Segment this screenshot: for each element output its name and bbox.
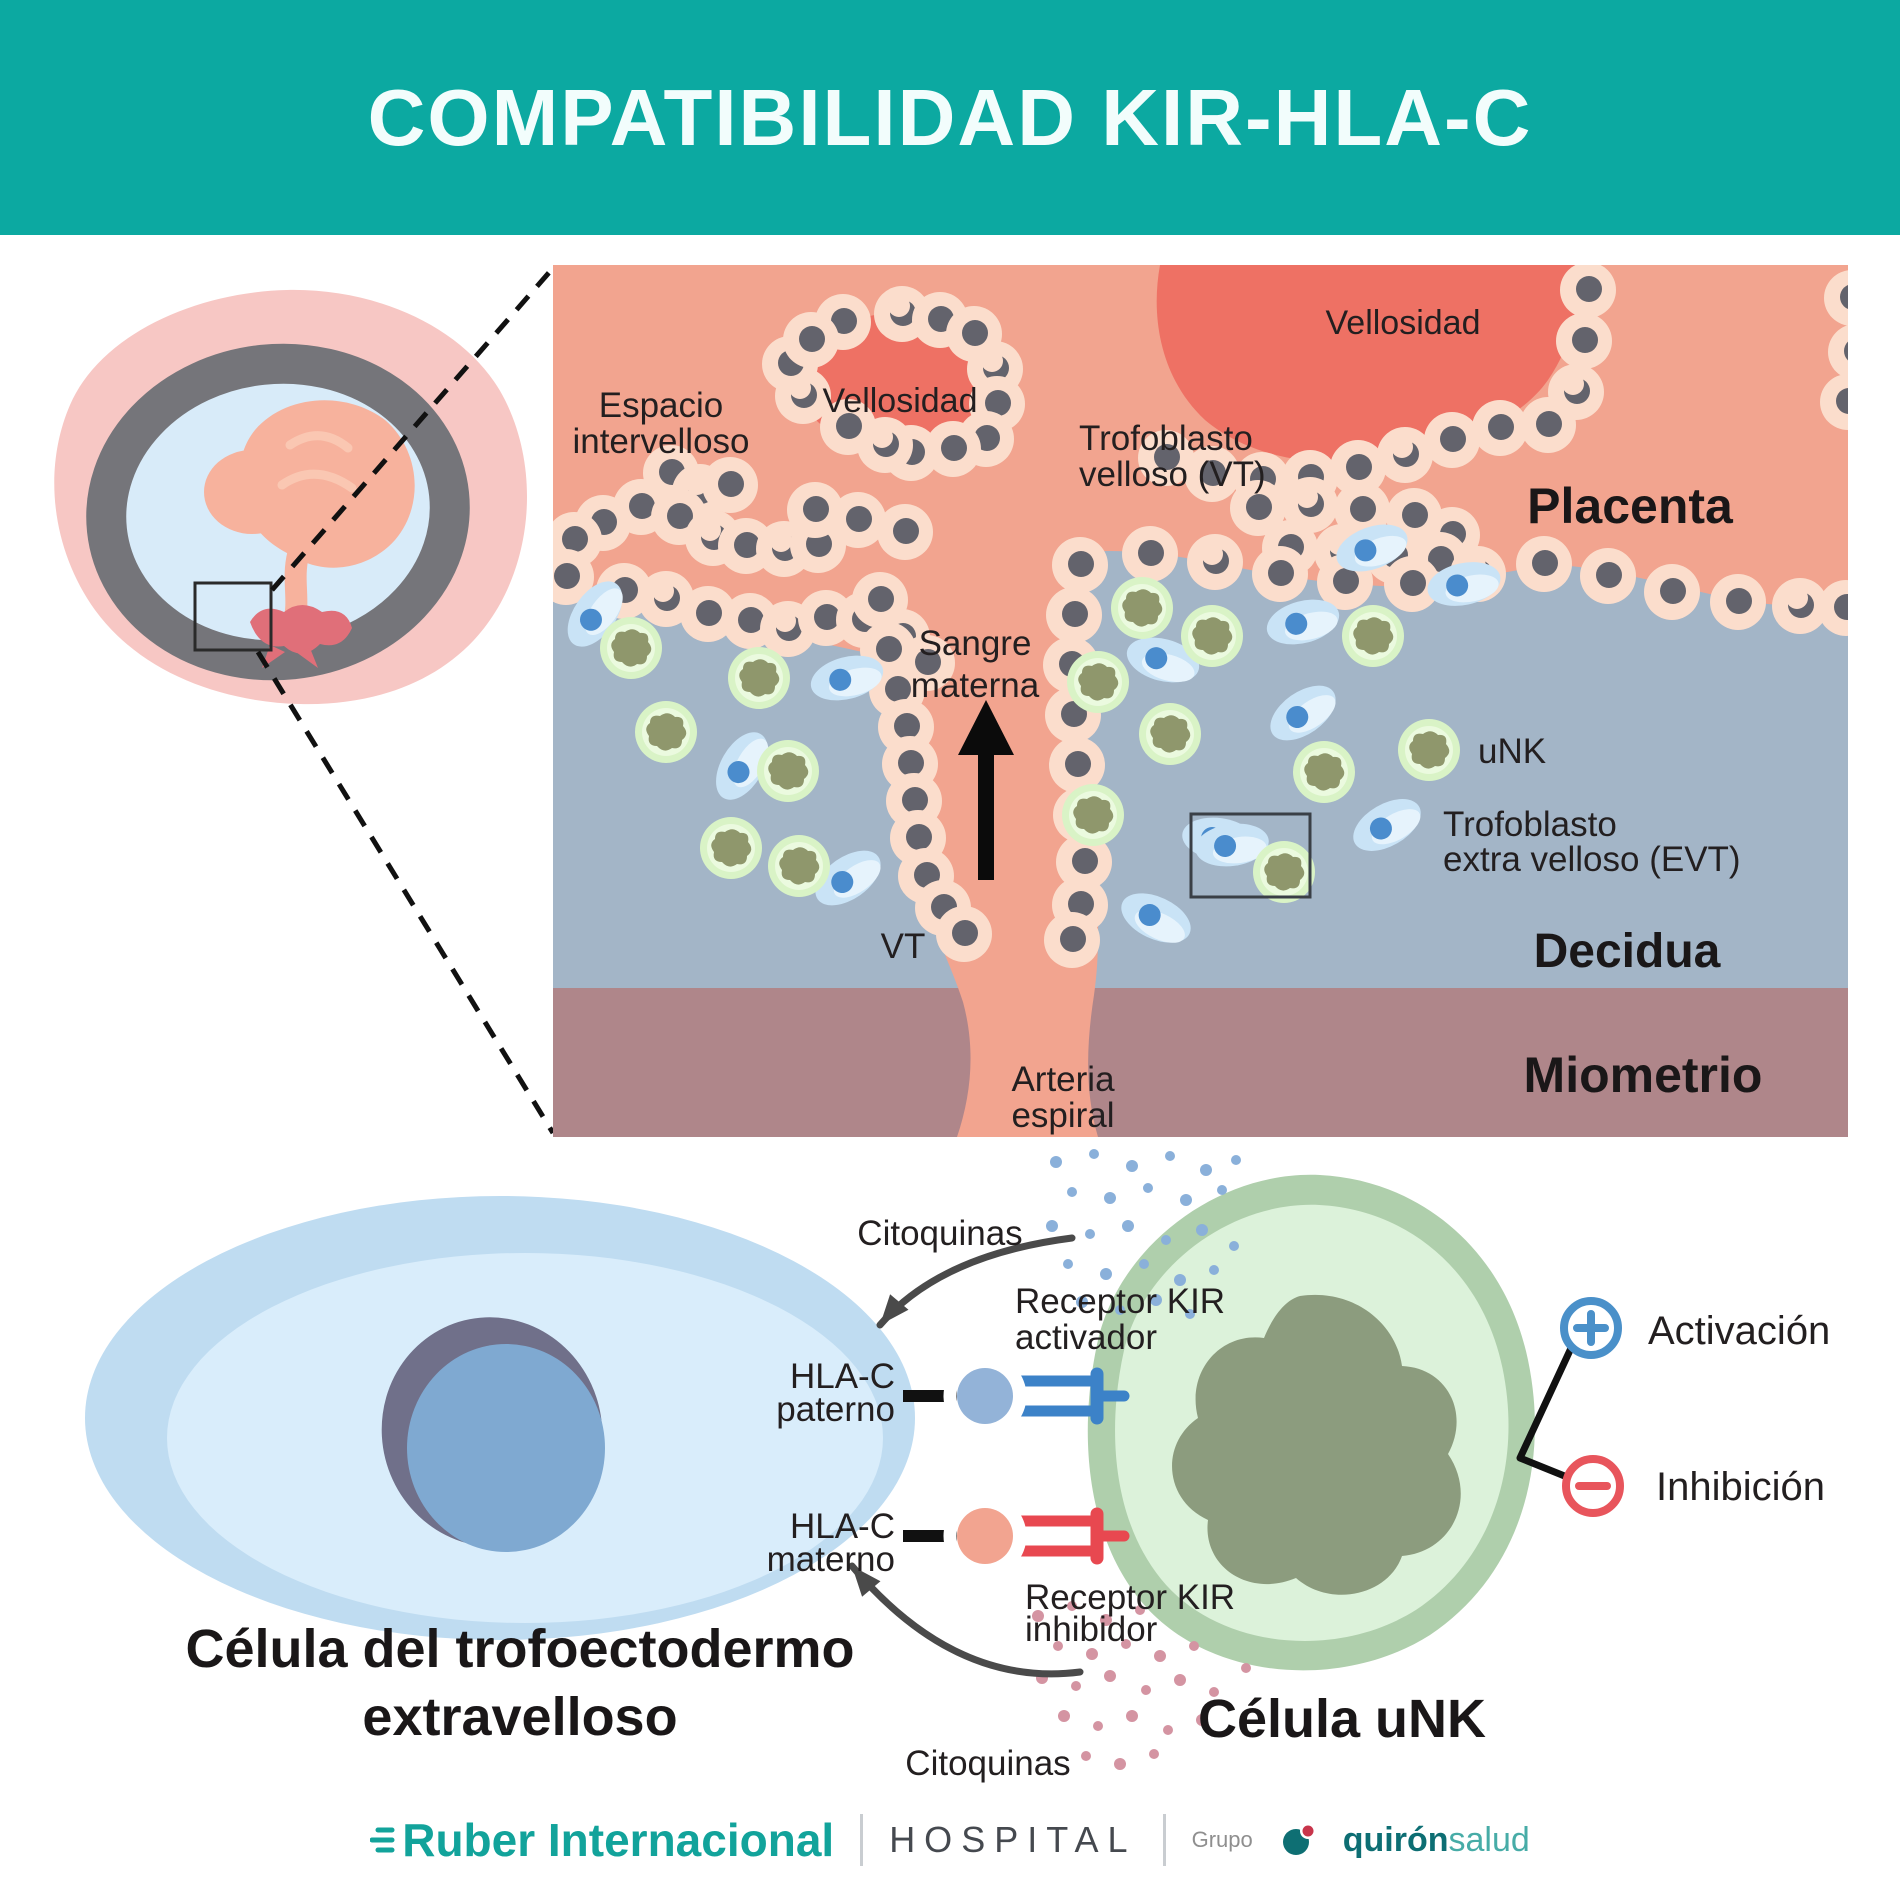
evt-unk-highlight-box	[1189, 812, 1312, 899]
uterus-inset	[54, 289, 528, 705]
grupo-text: Grupo	[1191, 1827, 1253, 1852]
label-arteria-line1: Arteria	[1011, 1060, 1115, 1099]
label-arteria-line2: espiral	[1011, 1096, 1114, 1135]
ruber-brand-text: Ruber Internacional	[402, 1814, 835, 1866]
label-hla-materno-line2: materno	[767, 1540, 895, 1579]
unk-big-cell	[1087, 1174, 1535, 1671]
plus-icon	[1560, 1297, 1622, 1359]
ruber-dashes-icon	[370, 1827, 395, 1853]
interaction-diagram: Citoquinas Receptor KIR activador HLA-C …	[85, 1149, 1830, 1783]
main-diagram: Espacio intervelloso Vellosidad Vellosid…	[553, 265, 1848, 1137]
label-espacio-line2: intervelloso	[572, 422, 749, 461]
hla-paterno-molecule	[957, 1368, 1013, 1424]
header-banner: COMPATIBILIDAD KIR-HLA-C	[0, 0, 1900, 235]
label-evt-line1: Trofoblasto	[1443, 805, 1617, 844]
label-receptor-activador-line2: activador	[1015, 1318, 1157, 1357]
unk-big-nucleus	[1172, 1294, 1461, 1595]
label-miometrio: Miometrio	[1524, 1047, 1763, 1103]
hospital-text: HOSPITAL	[889, 1819, 1137, 1860]
connector-line-top	[270, 266, 555, 592]
quironsalud-icon	[1281, 1820, 1317, 1860]
label-evt-line2: extra velloso (EVT)	[1443, 840, 1741, 879]
hla-paterno-kir-activador	[903, 1354, 1130, 1438]
signal-branch	[1516, 1297, 1624, 1517]
illustration: Espacio intervelloso Vellosidad Vellosid…	[54, 265, 1848, 1783]
label-hla-paterno-line2: paterno	[776, 1390, 895, 1429]
label-receptor-activador-line1: Receptor KIR	[1015, 1282, 1225, 1321]
label-vellosidad-left: Vellosidad	[822, 382, 977, 420]
citoquinas-arrow-top	[870, 1234, 1076, 1333]
kir-activador-receptor-icon	[1010, 1367, 1130, 1425]
minus-icon	[1562, 1455, 1624, 1517]
trophectoderm-nucleus	[407, 1344, 605, 1552]
label-sangre-line1: Sangre	[919, 624, 1032, 663]
label-inhibicion: Inhibición	[1656, 1465, 1825, 1509]
miometrio-region	[553, 988, 1848, 1137]
connector-line-bottom	[255, 650, 556, 1135]
label-decidua: Decidua	[1534, 925, 1721, 978]
label-receptor-inhibidor-line1: Receptor KIR	[1025, 1578, 1235, 1617]
label-citoquinas-bottom: Citoquinas	[905, 1744, 1070, 1783]
label-vellosidad-right: Vellosidad	[1325, 304, 1480, 342]
ruber-logo: Ruber Internacional	[370, 1813, 834, 1867]
label-sangre-line2: materna	[911, 666, 1040, 705]
salud-text: salud	[1448, 1820, 1530, 1859]
page-title: COMPATIBILIDAD KIR-HLA-C	[367, 72, 1533, 162]
villus-right	[1156, 265, 1582, 463]
label-espacio-line1: Espacio	[599, 386, 724, 425]
label-trophectoderm-line2: extravelloso	[362, 1687, 677, 1747]
kir-inhibidor-receptor-icon	[1010, 1507, 1130, 1565]
inset-connector-lines	[255, 266, 556, 1135]
label-celula-unk: Célula uNK	[1198, 1689, 1486, 1749]
hla-materno-kir-inhibidor	[903, 1494, 1130, 1578]
citoquinas-arrow-bottom	[842, 1558, 1084, 1678]
hla-materno-molecule	[957, 1508, 1013, 1564]
label-trofoblasto-velloso-line1: Trofoblasto	[1079, 419, 1253, 458]
label-vt: VT	[881, 927, 926, 966]
quiron-text: quirón	[1342, 1820, 1449, 1859]
label-receptor-inhibidor-line2: inhibidor	[1025, 1610, 1158, 1649]
trophectoderm-cell	[85, 1196, 915, 1640]
label-citoquinas-top: Citoquinas	[857, 1214, 1022, 1253]
footer-divider	[1162, 1814, 1166, 1866]
label-activacion: Activación	[1648, 1309, 1830, 1353]
blood-flow-arrow-icon	[958, 700, 1014, 880]
footer: Ruber Internacional HOSPITAL Grupo quiró…	[0, 1795, 1900, 1885]
label-unk: uNK	[1478, 732, 1546, 771]
label-hla-paterno-line1: HLA-C	[790, 1357, 895, 1396]
implantation-site	[250, 605, 352, 668]
label-hla-materno-line1: HLA-C	[790, 1507, 895, 1546]
zoom-box	[193, 581, 273, 652]
label-trofoblasto-velloso-line2: velloso (VT)	[1079, 455, 1266, 494]
label-placenta: Placenta	[1527, 478, 1734, 534]
footer-divider	[860, 1814, 864, 1866]
citoquinas-dots-top	[1046, 1149, 1241, 1319]
label-trophectoderm-line1: Célula del trofoectodermo	[185, 1619, 854, 1679]
